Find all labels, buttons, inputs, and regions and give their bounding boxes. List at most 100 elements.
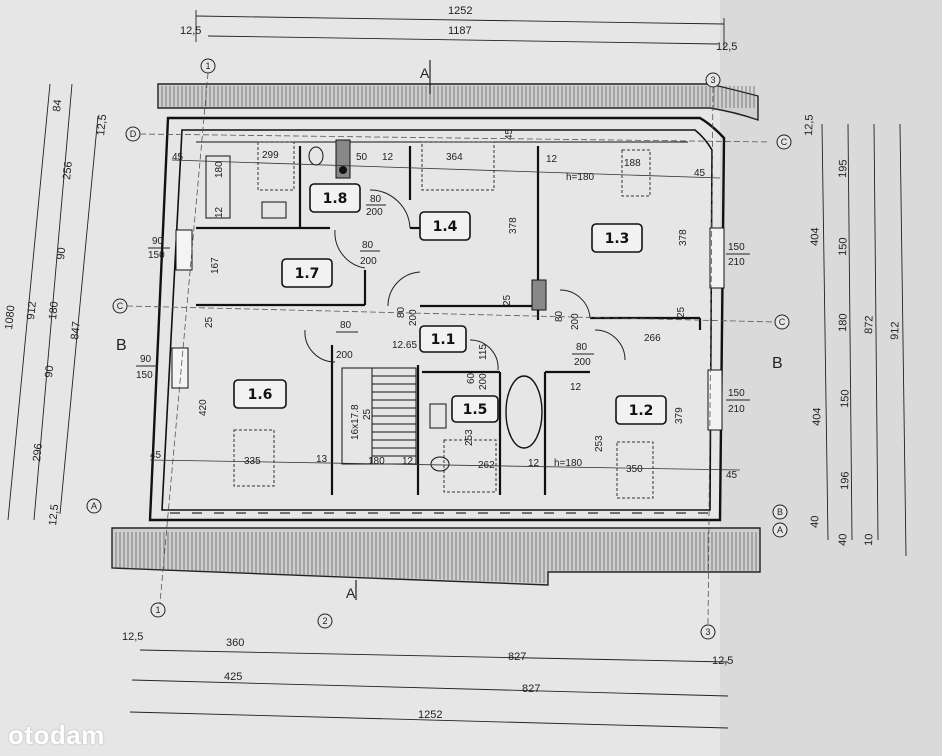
svg-text:1.6: 1.6 <box>248 387 273 403</box>
svg-text:1.7: 1.7 <box>295 266 320 282</box>
svg-text:16x17.8: 16x17.8 <box>350 404 361 440</box>
room-labels: 1.1 1.2 1.3 1.4 1.5 1.6 1.7 1.8 <box>233 183 667 425</box>
svg-text:827: 827 <box>522 683 540 695</box>
svg-text:40: 40 <box>809 515 821 528</box>
svg-text:12: 12 <box>214 206 225 218</box>
svg-text:350: 350 <box>626 464 643 475</box>
svg-text:1252: 1252 <box>418 709 442 721</box>
svg-text:B: B <box>116 337 127 354</box>
svg-text:B: B <box>777 507 783 517</box>
svg-text:180: 180 <box>214 161 225 178</box>
svg-text:12.65: 12.65 <box>392 340 417 351</box>
svg-text:1: 1 <box>155 605 160 615</box>
svg-text:200: 200 <box>478 373 489 390</box>
svg-text:40: 40 <box>837 533 849 546</box>
svg-text:1.8: 1.8 <box>323 191 348 207</box>
svg-text:90: 90 <box>152 236 164 247</box>
svg-text:12: 12 <box>382 152 394 163</box>
svg-text:2: 2 <box>322 616 327 626</box>
svg-text:404: 404 <box>809 227 822 246</box>
svg-text:420: 420 <box>198 399 209 416</box>
svg-text:253: 253 <box>464 429 475 446</box>
svg-text:378: 378 <box>678 229 689 246</box>
svg-text:D: D <box>130 129 137 139</box>
svg-text:80: 80 <box>396 306 407 318</box>
svg-text:84: 84 <box>51 99 64 112</box>
svg-text:B: B <box>772 355 783 372</box>
staircase <box>341 367 417 465</box>
svg-text:3: 3 <box>710 75 715 85</box>
svg-text:1080: 1080 <box>3 305 17 331</box>
svg-text:45: 45 <box>694 168 706 179</box>
room-1-2: 1.2 <box>615 395 667 425</box>
svg-text:150: 150 <box>837 237 850 256</box>
svg-text:1: 1 <box>205 61 210 71</box>
svg-text:C: C <box>117 301 124 311</box>
svg-text:188: 188 <box>624 158 641 169</box>
svg-text:12,5: 12,5 <box>95 114 109 137</box>
svg-text:196: 196 <box>839 471 852 490</box>
svg-text:1.4: 1.4 <box>433 219 458 235</box>
room-1-5: 1.5 <box>451 395 499 423</box>
interior-dimensions: 45 50 12 299 364 12 188 45 h=180 180 12 … <box>149 128 741 481</box>
svg-text:1.5: 1.5 <box>463 402 488 418</box>
paper-shadow <box>720 0 942 756</box>
svg-text:180: 180 <box>837 313 850 332</box>
svg-text:827: 827 <box>508 651 526 663</box>
bottom-dimensions: 12,5 360 827 12,5 425 827 1252 <box>122 631 733 729</box>
svg-text:12,5: 12,5 <box>47 504 61 527</box>
room-1-4: 1.4 <box>419 211 471 241</box>
room-1-3: 1.3 <box>591 223 643 253</box>
svg-text:262: 262 <box>478 460 495 471</box>
svg-text:12,5: 12,5 <box>712 655 733 667</box>
svg-text:h=180: h=180 <box>554 458 583 469</box>
svg-text:200: 200 <box>366 207 383 218</box>
svg-text:C: C <box>781 137 788 147</box>
room-1-6: 1.6 <box>233 379 287 409</box>
svg-text:12,5: 12,5 <box>803 114 816 136</box>
section-marks: A A B B <box>116 60 783 601</box>
sink-2 <box>429 403 447 429</box>
svg-text:90: 90 <box>140 354 152 365</box>
svg-text:90: 90 <box>43 365 56 378</box>
svg-text:90: 90 <box>55 247 68 260</box>
svg-text:45: 45 <box>150 450 162 461</box>
svg-text:335: 335 <box>244 456 261 467</box>
svg-text:A: A <box>777 525 783 535</box>
svg-text:25: 25 <box>204 316 215 328</box>
vent-dot <box>339 166 347 174</box>
svg-text:210: 210 <box>728 257 745 268</box>
svg-text:12,5: 12,5 <box>122 631 143 643</box>
sink-1 <box>261 201 287 219</box>
svg-text:h=180: h=180 <box>566 172 595 183</box>
svg-text:167: 167 <box>210 257 221 274</box>
svg-text:379: 379 <box>674 407 685 424</box>
svg-text:150: 150 <box>839 389 852 408</box>
room-1-8: 1.8 <box>309 183 361 213</box>
svg-text:150: 150 <box>148 250 165 261</box>
svg-text:912: 912 <box>889 321 902 340</box>
svg-text:180: 180 <box>47 301 61 321</box>
svg-text:1.3: 1.3 <box>605 231 630 247</box>
watermark-logo: otodam <box>8 720 105 750</box>
svg-text:256: 256 <box>61 161 75 181</box>
svg-text:912: 912 <box>25 301 39 321</box>
svg-text:180: 180 <box>368 456 385 467</box>
left-dimensions: 1080 912 847 84 256 90 180 90 296 12,5 1… <box>3 83 109 527</box>
svg-text:80: 80 <box>370 194 382 205</box>
bathtub <box>505 375 543 449</box>
svg-text:364: 364 <box>446 152 463 163</box>
toilet-2 <box>430 456 450 472</box>
roof-top-hatch <box>157 83 759 121</box>
skylights <box>233 141 654 499</box>
svg-text:200: 200 <box>360 256 377 267</box>
svg-text:425: 425 <box>224 671 242 683</box>
svg-text:12: 12 <box>402 456 414 467</box>
svg-text:25: 25 <box>502 294 513 306</box>
window-right-2 <box>707 369 723 431</box>
svg-text:299: 299 <box>262 150 279 161</box>
svg-text:12: 12 <box>546 154 558 165</box>
